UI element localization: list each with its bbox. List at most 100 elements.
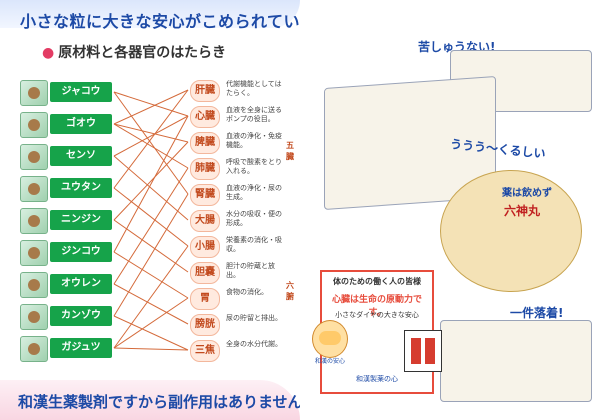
organ-item: 心臓	[190, 106, 220, 128]
connection-line	[113, 115, 189, 157]
connection-line	[113, 187, 189, 247]
organ-description: 食物の消化。	[226, 288, 268, 296]
material-swatch-icon	[20, 144, 48, 170]
organ-item: 肺臓	[190, 158, 220, 180]
organ-label: 腎臓	[190, 184, 220, 206]
organ-item: 腎臓	[190, 184, 220, 206]
organ-description: 栄養素の消化・吸収。	[226, 236, 282, 253]
top-band	[0, 0, 300, 28]
material-label: ユウタン	[50, 178, 112, 198]
speech-bubble-3: 薬は飲めず	[502, 188, 552, 199]
organ-label: 大腸	[190, 210, 220, 232]
material-label: オウレン	[50, 274, 112, 294]
material-label: ジンコウ	[50, 242, 112, 262]
material-swatch-icon	[20, 240, 48, 266]
right-panel: 苦しゅうない! ううう〜くるしい 薬は飲めず 六神丸 一件落着! 体のための働く…	[300, 0, 600, 420]
organ-item: 三焦	[190, 340, 220, 362]
material-swatch-icon	[20, 272, 48, 298]
material-label: カンゾウ	[50, 306, 112, 326]
subheading: ●原材料と各器官のはたらき	[42, 42, 226, 62]
organ-description: 尿の貯留と排出。	[226, 314, 282, 322]
material-item: オウレン	[20, 272, 112, 298]
organ-description: 呼吸で酸素をとり入れる。	[226, 158, 282, 175]
material-item: ジンコウ	[20, 240, 112, 266]
organ-item: 大腸	[190, 210, 220, 232]
organ-item: 胃	[190, 288, 220, 310]
speech-bubble-gold: 六神丸	[504, 204, 541, 218]
connection-line	[113, 193, 189, 317]
material-label: ジャコウ	[50, 82, 112, 102]
package-panel-left	[411, 338, 421, 364]
material-swatch-icon	[20, 176, 48, 202]
material-item: ニンジン	[20, 208, 112, 234]
material-item: ゴオウ	[20, 112, 112, 138]
connection-line	[113, 167, 189, 285]
left-panel: 小さな粒に大きな安心がこめられています ●原材料と各器官のはたらき ジャコウ ゴ…	[0, 0, 333, 420]
organ-label: 脾臓	[190, 132, 220, 154]
organ-label: 小腸	[190, 236, 220, 258]
box-mid: 小さなダイヤの大きな安心	[335, 311, 419, 319]
connection-line	[113, 315, 189, 351]
organ-item: 脾臓	[190, 132, 220, 154]
organ-label: 胃	[190, 288, 220, 310]
box-big: 心臓は生命の原動力です。	[331, 295, 422, 318]
illustration-remedy	[440, 170, 582, 292]
organ-label: 肺臓	[190, 158, 220, 180]
connection-line	[113, 141, 189, 221]
box-head: 体のための働く人の皆様	[333, 277, 421, 286]
material-item: ジャコウ	[20, 80, 112, 106]
package-panel-right	[425, 338, 435, 364]
material-label: ニンジン	[50, 210, 112, 230]
connection-line	[113, 91, 189, 117]
mascot-caption: 和漢の安心	[314, 358, 345, 365]
bullet-dot-icon: ●	[42, 45, 55, 61]
speech-bubble-4: 一件落着!	[510, 306, 564, 320]
connection-line	[113, 89, 189, 189]
connection-line	[113, 283, 189, 325]
connection-line	[113, 91, 189, 195]
subheading-text: 原材料と各器官のはたらき	[58, 45, 226, 61]
connection-line	[113, 347, 189, 351]
illustration-resolution	[440, 320, 592, 402]
material-item: センソ	[20, 144, 112, 170]
heading-top: 小さな粒に大きな安心がこめられています	[20, 12, 334, 31]
material-swatch-icon	[20, 208, 48, 234]
connection-line	[113, 219, 189, 273]
material-swatch-icon	[20, 112, 48, 138]
organ-description: 代謝機能としてはたらく。	[226, 80, 282, 97]
material-label: センソ	[50, 146, 112, 166]
organ-label: 三焦	[190, 340, 220, 362]
material-swatch-icon	[20, 80, 48, 106]
product-package	[404, 330, 442, 372]
box-bottom: 和漢製薬の心	[356, 375, 398, 383]
organ-description: 水分の吸収・便の形成。	[226, 210, 282, 227]
material-item: ガジュツ	[20, 336, 112, 362]
material-label: ガジュツ	[50, 338, 112, 358]
connection-line	[113, 251, 189, 299]
materials-organs-diagram: ジャコウ ゴオウ センソ ユウタン ニンジン ジンコウ	[0, 70, 300, 370]
organ-label: 心臓	[190, 106, 220, 128]
organ-item: 膀胱	[190, 314, 220, 336]
connection-line	[113, 245, 189, 349]
organ-description: 胆汁の貯蔵と放出。	[226, 262, 275, 279]
material-swatch-icon	[20, 304, 48, 330]
side-label-five-organs: 五臓	[286, 141, 294, 161]
material-label: ゴオウ	[50, 114, 112, 134]
bottom-band	[0, 380, 300, 420]
side-label-six-viscera: 六腑	[286, 281, 294, 301]
connection-line	[113, 115, 189, 253]
organ-item: 肝臓	[190, 80, 220, 102]
connection-line	[113, 89, 189, 125]
material-item: ユウタン	[20, 176, 112, 202]
connection-line	[113, 155, 189, 221]
organ-description: 血液を全身に送るポンプの役目。	[226, 106, 282, 123]
organ-label: 膀胱	[190, 314, 220, 336]
organ-description: 血液の浄化・免疫機能。	[226, 132, 282, 149]
connection-lines	[113, 89, 189, 351]
material-item: カンゾウ	[20, 304, 112, 330]
connection-line	[113, 297, 189, 349]
organ-label: 胆嚢	[190, 262, 220, 284]
heading-bottom: 和漢生薬製剤ですから副作用はありません	[18, 393, 303, 411]
material-swatch-icon	[20, 336, 48, 362]
